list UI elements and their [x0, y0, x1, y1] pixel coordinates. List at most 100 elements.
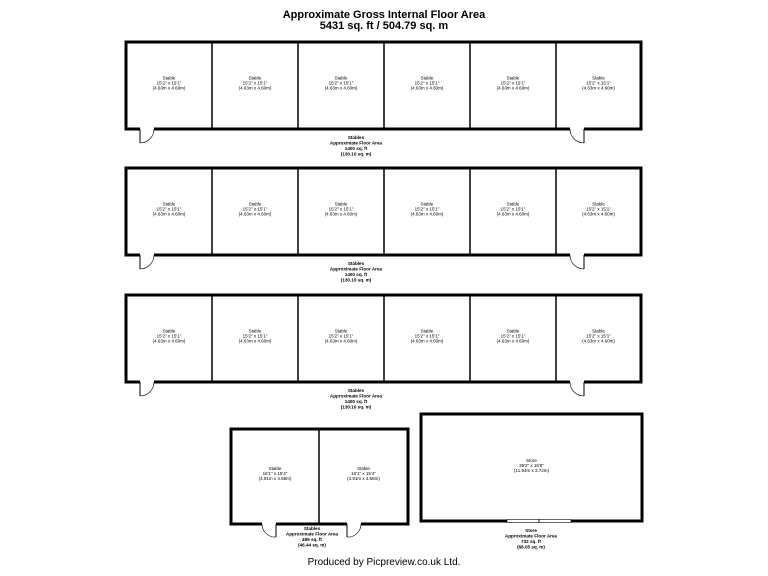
room-dimensions-m: (4.63m x 4.60m) [497, 338, 530, 343]
door-swing-arc [569, 128, 585, 144]
outer-wall [124, 40, 643, 131]
room-dimensions-ft: 15'2" x 15'1" [586, 80, 611, 85]
room-dimensions-ft: 15'2" x 15'1" [415, 80, 440, 85]
room-name: Stable [249, 201, 262, 206]
room-name: Stable [357, 466, 370, 471]
room-dimensions-ft: 15'2" x 15'1" [501, 206, 526, 211]
area-summary-line: (130.10 sq. m) [341, 405, 372, 410]
room-dimensions-ft: 15'2" x 15'1" [501, 333, 526, 338]
room-dimensions-ft: 15'2" x 15'1" [586, 333, 611, 338]
room-dimensions-ft: 15'2" x 15'1" [157, 206, 182, 211]
room-dimensions-m: (4.63m x 4.60m) [239, 211, 272, 216]
room-dimensions-ft: 15'2" x 15'1" [586, 206, 611, 211]
door-swing-arc [569, 381, 585, 397]
room-dimensions-m: (4.91m x 4.68m) [259, 476, 292, 481]
door-swing-arc [569, 254, 585, 270]
room-name: Stable [592, 328, 605, 333]
room-name: Stable [507, 75, 520, 80]
area-summary-line: (130.10 sq. m) [341, 278, 372, 283]
room-dimensions-ft: 15'2" x 15'1" [501, 80, 526, 85]
room-dimensions-m: (4.63m x 4.60m) [411, 211, 444, 216]
room-name: Stable [163, 75, 176, 80]
room-dimensions-m: (4.63m x 4.60m) [582, 85, 615, 90]
area-summary-line: Stables [348, 388, 365, 393]
room-dimensions-ft: 16'1" x 15'4" [263, 471, 288, 476]
area-summary-line: 1400 sq. ft [345, 399, 368, 404]
room-dimensions-ft: 15'2" x 15'1" [329, 206, 354, 211]
room-dimensions-m: (4.63m x 4.60m) [153, 85, 186, 90]
room-name: Store [526, 458, 537, 463]
room-name: Stable [163, 328, 176, 333]
room-dimensions-m: (4.91m x 4.68m) [347, 476, 380, 481]
room-dimensions-ft: 15'2" x 15'1" [157, 333, 182, 338]
door-swing-arc [139, 254, 155, 270]
room-dimensions-m: (4.63m x 4.60m) [582, 338, 615, 343]
room-dimensions-m: (4.63m x 4.60m) [411, 338, 444, 343]
outer-wall [229, 427, 410, 526]
room-dimensions-ft: 15'2" x 15'1" [329, 80, 354, 85]
room-dimensions-ft: 15'2" x 15'1" [157, 80, 182, 85]
room-dimensions-ft: 15'2" x 15'1" [415, 206, 440, 211]
room-dimensions-ft: 15'2" x 15'1" [415, 333, 440, 338]
room-dimensions-m: (4.63m x 4.60m) [153, 211, 186, 216]
room-name: Stable [592, 201, 605, 206]
room-dimensions-m: (4.63m x 4.60m) [325, 338, 358, 343]
room-dimensions-m: (4.63m x 4.60m) [153, 338, 186, 343]
room-name: Stable [507, 328, 520, 333]
area-summary-line: Approximate Floor Area [330, 394, 383, 399]
area-summary-line: 1400 sq. ft [345, 272, 368, 277]
area-summary-line: (68.05 sq. m) [517, 545, 545, 550]
area-summary-line: Store [525, 528, 537, 533]
room-name: Stable [249, 328, 262, 333]
area-summary-line: (46.44 sq. m) [298, 543, 326, 548]
room-dimensions-ft: 15'2" x 15'1" [329, 333, 354, 338]
room-name: Stable [335, 75, 348, 80]
area-summary-line: Approximate Floor Area [505, 534, 558, 539]
room-name: Stable [507, 201, 520, 206]
room-dimensions-m: (4.63m x 4.60m) [497, 85, 530, 90]
page-title: Approximate Gross Internal Floor Area [282, 9, 486, 21]
room-dimensions-m: (4.63m x 4.60m) [325, 85, 358, 90]
area-summary-line: Stables [304, 526, 321, 531]
room-dimensions-m: (4.63m x 4.60m) [239, 338, 272, 343]
room-name: Stable [421, 75, 434, 80]
footer-credit: Produced by Picpreview.co.uk Ltd. [307, 557, 461, 568]
room-name: Stable [163, 201, 176, 206]
room-dimensions-ft: 15'2" x 15'1" [243, 333, 268, 338]
room-dimensions-m: (4.63m x 4.60m) [582, 211, 615, 216]
room-name: Stable [592, 75, 605, 80]
door-swing-arc [139, 128, 155, 144]
door-swing-arc [139, 381, 155, 397]
area-summary-line: 499 sq. ft [302, 537, 322, 542]
area-summary-line: Stables [348, 261, 365, 266]
area-summary-line: (130.10 sq. m) [341, 152, 372, 157]
area-summary-line: Stables [348, 135, 365, 140]
area-summary-line: 1400 sq. ft [345, 146, 368, 151]
area-summary-line: Approximate Floor Area [286, 532, 339, 537]
sliding-door-right [538, 519, 572, 523]
outer-wall [419, 412, 644, 523]
door-swing-arc [346, 523, 362, 538]
room-dimensions-m: (4.63m x 4.60m) [411, 85, 444, 90]
door-swing-arc [261, 523, 277, 538]
total-floor-area: 5431 sq. ft / 504.79 sq. m [319, 20, 449, 32]
sliding-door-left [506, 519, 540, 523]
room-name: Stable [249, 75, 262, 80]
room-name: Stable [421, 328, 434, 333]
room-dimensions-ft: 16'1" x 15'4" [351, 471, 376, 476]
room-name: Stable [335, 201, 348, 206]
room-name: Stable [335, 328, 348, 333]
room-dimensions-ft: 15'2" x 15'1" [243, 80, 268, 85]
room-dimensions-m: (4.63m x 4.60m) [239, 85, 272, 90]
room-name: Stable [269, 466, 282, 471]
area-summary-line: Approximate Floor Area [330, 267, 383, 272]
room-dimensions-m: (11.94m x 3.72m) [514, 468, 549, 473]
room-dimensions-m: (4.63m x 4.60m) [325, 211, 358, 216]
area-summary-line: 732 sq. ft [521, 539, 541, 544]
